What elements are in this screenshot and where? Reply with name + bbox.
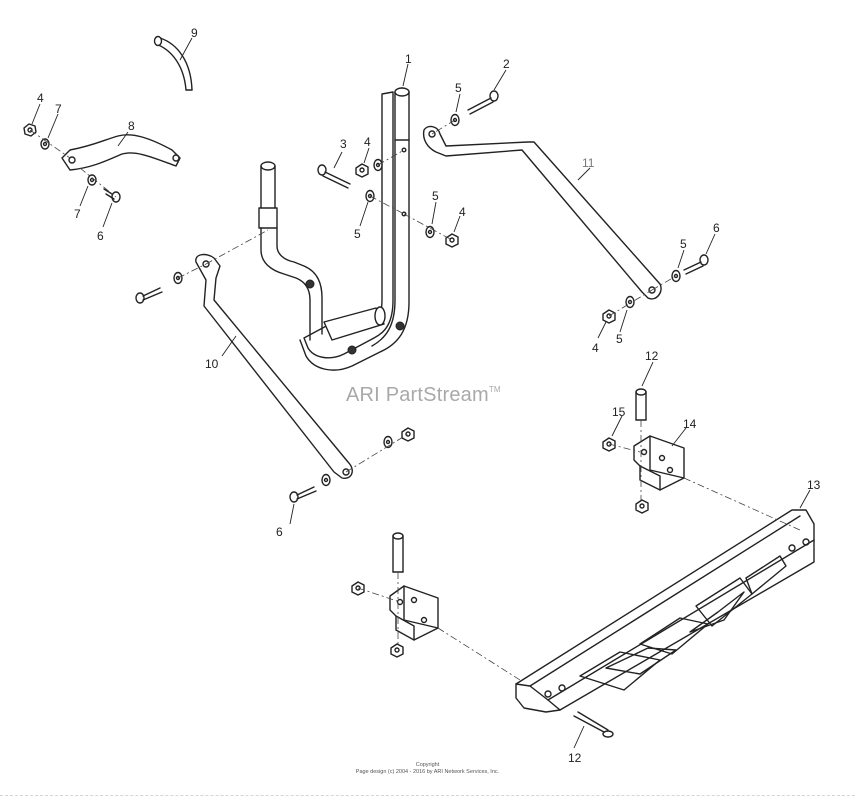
callout-2: 2 [503, 57, 510, 71]
part-4-nut-right[interactable] [445, 233, 459, 248]
callout-9: 9 [191, 26, 198, 40]
lower-bracket[interactable] [389, 585, 439, 641]
callout-6: 6 [97, 229, 104, 243]
callout-7: 7 [55, 102, 62, 116]
callout-11: 11 [582, 156, 595, 170]
part-11-upper-rod[interactable] [422, 125, 662, 300]
part-12-bolt-lower[interactable] [573, 711, 614, 738]
footer-divider [0, 795, 855, 796]
part-5-washer-f[interactable] [625, 295, 635, 309]
part-9-curved-tube[interactable] [153, 35, 193, 91]
lower-bracket-nut-bottom[interactable] [390, 643, 404, 658]
callout-5: 5 [455, 81, 462, 95]
part-13-bumper[interactable] [515, 509, 815, 713]
callout-4: 4 [364, 135, 371, 149]
callout-labels: 9 1 2 5 4 7 8 3 4 11 5 4 7 5 6 6 5 5 4 1… [37, 26, 821, 765]
copyright-line: Page design (c) 2004 - 2016 by ARI Netwo… [355, 769, 500, 775]
callout-14: 14 [683, 417, 697, 431]
callout-5: 5 [616, 332, 623, 346]
part-10-washer-lower[interactable] [321, 473, 331, 487]
part-10-lower-rod[interactable] [195, 253, 353, 479]
callout-4: 4 [37, 91, 44, 105]
callout-13: 13 [807, 478, 821, 492]
copyright-notice: Copyright Page design (c) 2004 - 2016 by… [0, 762, 855, 776]
part-4-nut-center[interactable] [355, 163, 369, 178]
part-5-washer-e[interactable] [671, 269, 681, 283]
part-3-bolt[interactable] [317, 164, 351, 189]
part-15-nut[interactable] [602, 437, 616, 452]
callout-6: 6 [713, 221, 720, 235]
callout-15: 15 [612, 405, 626, 419]
callout-6: 6 [276, 525, 283, 539]
part-2-bolt[interactable] [467, 90, 499, 115]
watermark-trademark: TM [488, 385, 501, 394]
watermark-text: ARI PartStream [346, 384, 489, 406]
part-5-washer-d[interactable] [425, 225, 435, 239]
part-8-bracket[interactable] [61, 134, 181, 171]
part-12-bolt-upper[interactable] [635, 388, 647, 421]
part-6-bolt-bottom[interactable] [289, 486, 317, 503]
copyright-heading: Copyright [415, 762, 440, 768]
part-10-bolt-upper[interactable] [135, 287, 163, 304]
part-10-nut-lower[interactable] [401, 427, 415, 442]
lower-bracket-bolt[interactable] [392, 532, 404, 573]
callout-5: 5 [354, 227, 361, 241]
callout-5: 5 [432, 189, 439, 203]
part-6-bolt-right[interactable] [683, 254, 709, 275]
callout-12-lower: 12 [568, 751, 582, 765]
lower-bracket-nut-left[interactable] [351, 581, 365, 596]
callout-12-upper: 12 [645, 349, 659, 363]
callout-8: 8 [128, 119, 135, 133]
part-1-handle-frame[interactable] [258, 87, 410, 371]
callout-leaders [31, 37, 811, 749]
part-7-washer-lower[interactable] [87, 174, 97, 186]
part-14-bracket[interactable] [633, 435, 685, 491]
callout-3: 3 [340, 137, 347, 151]
callout-10: 10 [205, 357, 219, 371]
part-14-nut-lower[interactable] [635, 499, 649, 514]
callout-4: 4 [592, 341, 599, 355]
callout-7: 7 [74, 207, 81, 221]
part-4-nut-far-right[interactable] [602, 309, 616, 324]
callout-4: 4 [459, 205, 466, 219]
callout-1: 1 [405, 52, 412, 66]
callout-5: 5 [680, 237, 687, 251]
part-4-nut-left[interactable] [23, 123, 37, 137]
part-6-bolt-left[interactable] [103, 188, 121, 203]
watermark: ARI PartStreamTM [346, 384, 501, 407]
